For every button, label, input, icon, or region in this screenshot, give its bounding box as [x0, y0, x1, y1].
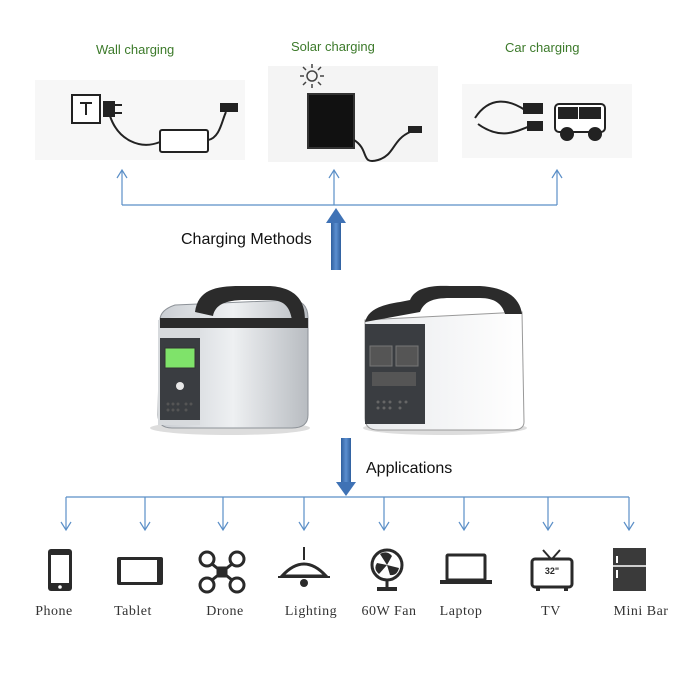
- car-charging-panel: [462, 84, 632, 158]
- tablet-icon: [117, 557, 163, 585]
- phone-icon: [48, 549, 72, 591]
- tv-icon: [530, 549, 574, 591]
- car-charging-label: Car charging: [505, 40, 580, 55]
- charging-connectors: [116, 168, 563, 206]
- applications-down-arrow: [336, 438, 356, 496]
- power-station-right: [363, 285, 527, 435]
- app-label-laptop: Laptop: [439, 604, 483, 619]
- wall-charging-label: Wall charging: [96, 42, 175, 57]
- application-connectors: [60, 496, 635, 532]
- wall-charging-panel: [35, 80, 245, 160]
- drone-icon: [198, 550, 246, 594]
- solar-panel-icon: [300, 64, 422, 162]
- charging-methods-title: Charging Methods: [181, 231, 312, 248]
- app-label-lighting: Lighting: [284, 604, 338, 619]
- app-label-phone: Phone: [35, 604, 73, 619]
- app-label-mini-bar: Mini Bar: [613, 604, 669, 619]
- lamp-icon: [278, 547, 330, 587]
- car-charger-icon: [474, 100, 606, 141]
- charging-up-arrow: [326, 208, 346, 270]
- power-station-left: [150, 286, 310, 435]
- app-label-fan: 60W Fan: [361, 604, 417, 619]
- laptop-icon: [440, 553, 492, 584]
- tv-screen-text: 32": [544, 566, 560, 576]
- wall-charger-icon: [71, 94, 238, 153]
- fridge-icon: [613, 548, 646, 591]
- app-label-drone: Drone: [206, 604, 244, 619]
- solar-charging-label: Solar charging: [291, 39, 375, 54]
- applications-title: Applications: [366, 460, 453, 477]
- fan-icon: [370, 548, 404, 591]
- app-label-tablet: Tablet: [114, 604, 152, 619]
- app-label-tv: TV: [541, 604, 561, 619]
